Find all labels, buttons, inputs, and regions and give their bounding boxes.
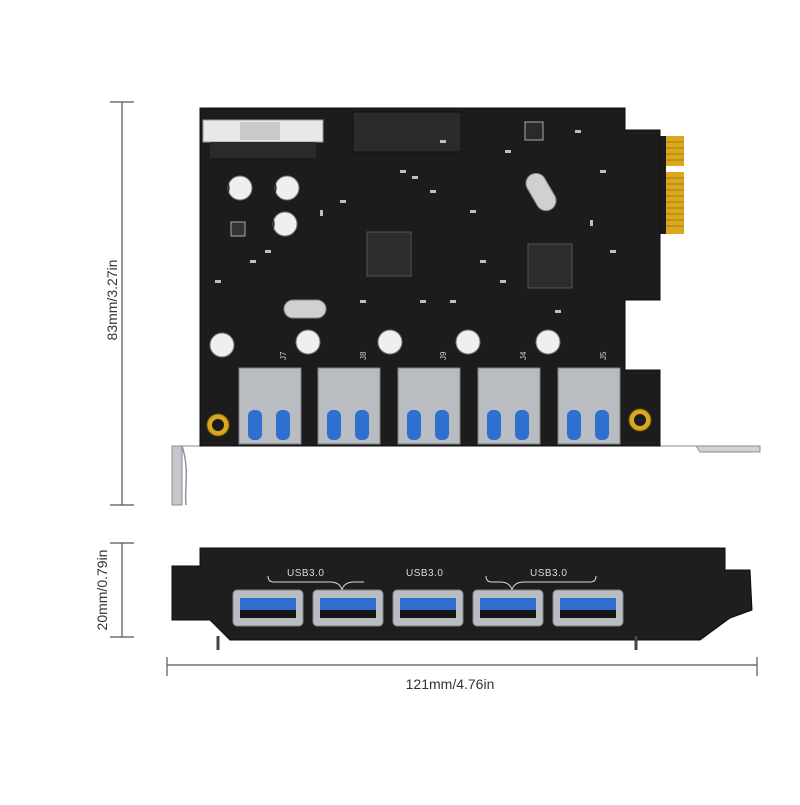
button-component xyxy=(524,121,544,141)
usb-hub-chip-1 xyxy=(366,231,412,277)
width-dimension-label: 121mm/4.76in xyxy=(405,676,495,692)
bracket-side-flange xyxy=(171,445,183,506)
top-usb-port-5 xyxy=(557,367,621,445)
front-usb-port-5 xyxy=(552,589,624,627)
port-group-label-3: USB3.0 xyxy=(530,568,567,579)
crystal-oscillator-2 xyxy=(525,172,557,212)
top-usb-port-3 xyxy=(397,367,461,445)
port-id-j7: J7 xyxy=(279,351,288,360)
top-usb-port-1 xyxy=(238,367,302,445)
small-chip xyxy=(230,221,246,237)
top-usb-port-2 xyxy=(317,367,381,445)
capacitor-polarity-marks xyxy=(228,182,277,230)
port-id-j8: J8 xyxy=(359,351,368,360)
pcie-gold-fingers xyxy=(660,136,684,234)
front-usb-port-1 xyxy=(232,589,304,627)
bracket-top-edge xyxy=(172,445,761,453)
capacitors xyxy=(209,175,561,358)
bracket-height-dimension-label: 20mm/0.79in xyxy=(94,549,110,631)
crystal-oscillator-1 xyxy=(283,299,327,319)
front-usb-port-3 xyxy=(392,589,464,627)
smd-components xyxy=(215,130,616,313)
front-usb-port-2 xyxy=(312,589,384,627)
usb-hub-chip-2 xyxy=(527,243,573,289)
front-usb-port-4 xyxy=(472,589,544,627)
port-group-labels: USB3.0 USB3.0 USB3.0 xyxy=(287,568,567,579)
top-usb-port-4 xyxy=(477,367,541,445)
internal-power-header xyxy=(352,111,462,153)
port-id-j5: J5 xyxy=(599,351,608,360)
pcb-top-view: J7 J8 J9 J4 J5 xyxy=(171,107,761,506)
dimension-lines xyxy=(110,101,758,676)
power-connector xyxy=(202,119,324,158)
top-usb-ports xyxy=(238,367,621,445)
height-dimension-label: 83mm/3.27in xyxy=(104,259,120,341)
front-usb-ports xyxy=(232,589,624,627)
port-id-j4: J4 xyxy=(519,351,528,360)
port-id-j9: J9 xyxy=(439,351,448,360)
port-id-labels: J7 J8 J9 J4 J5 xyxy=(279,351,608,360)
port-group-label-2: USB3.0 xyxy=(406,568,443,579)
bracket-front-view: USB3.0 USB3.0 USB3.0 xyxy=(171,547,753,650)
port-group-label-1: USB3.0 xyxy=(287,568,324,579)
